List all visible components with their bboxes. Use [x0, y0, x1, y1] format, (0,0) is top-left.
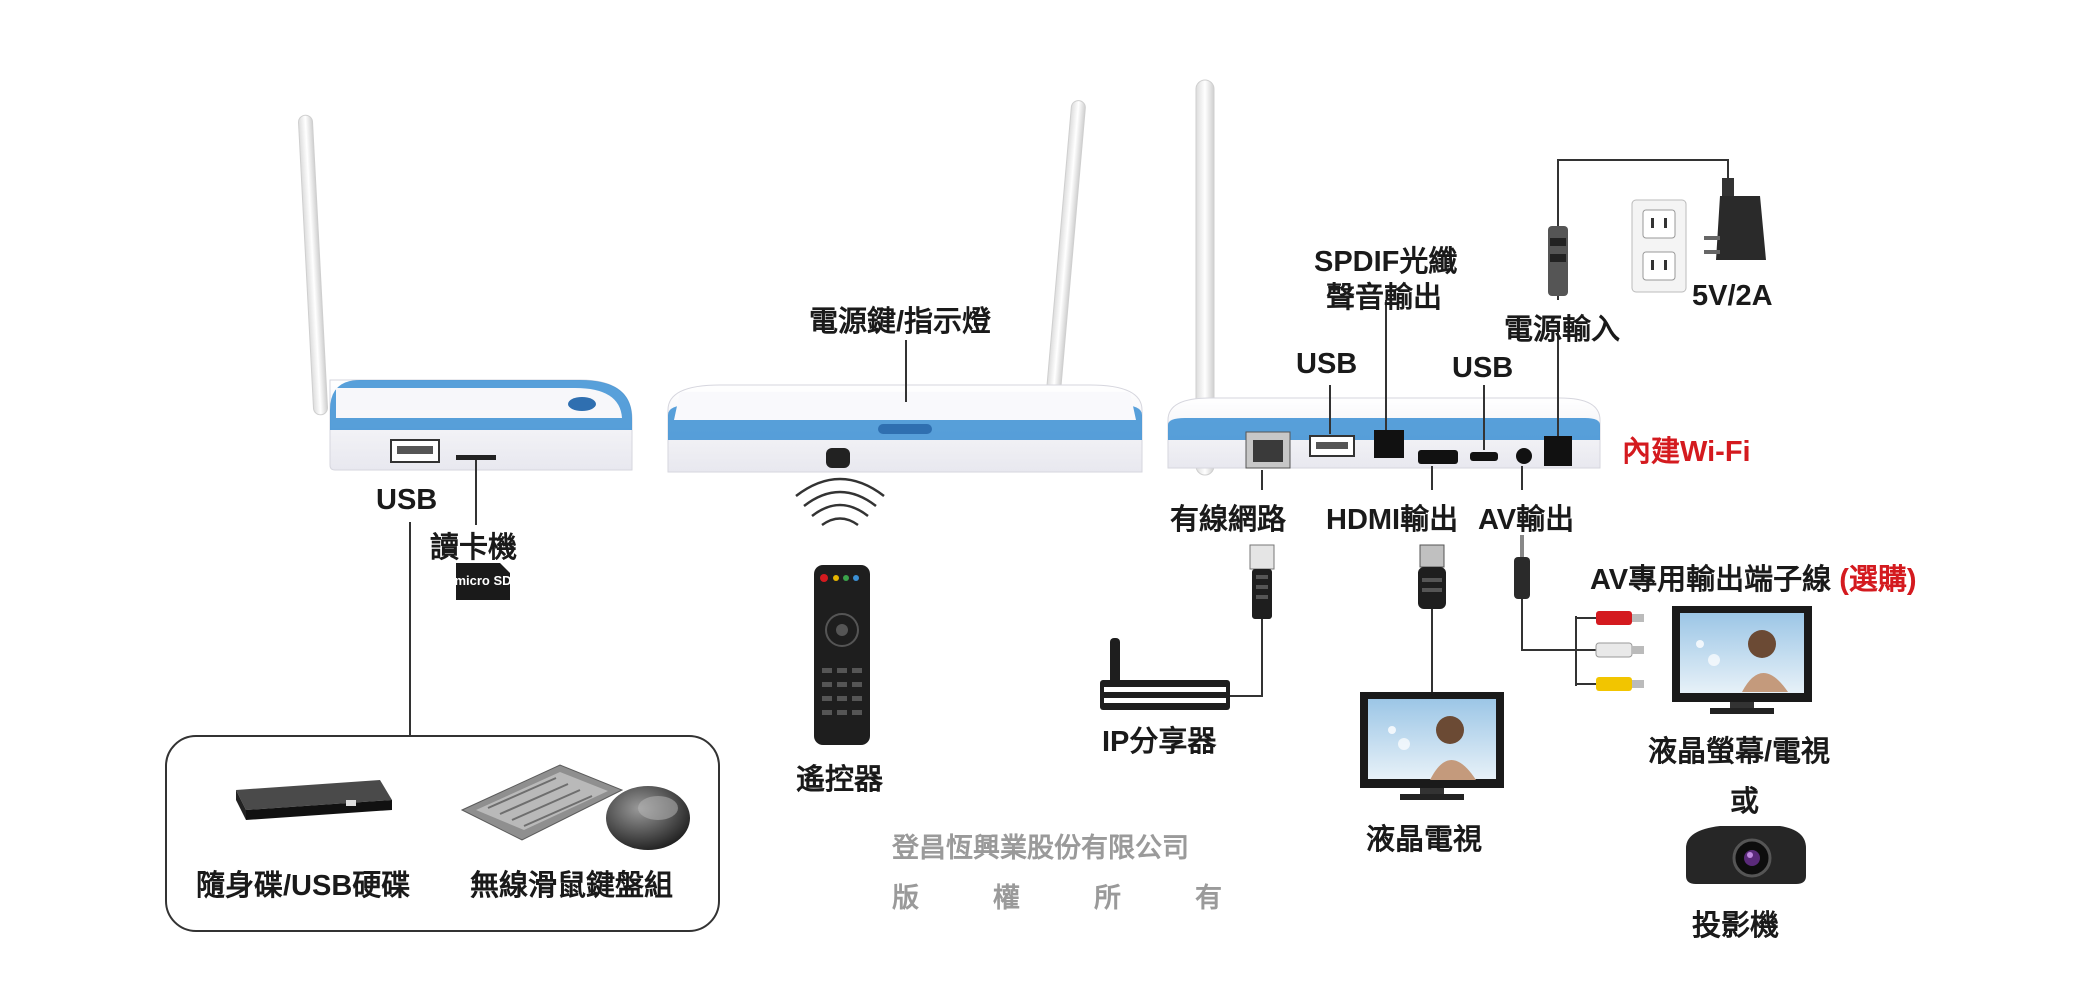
wall-outlet-icon — [1631, 199, 1687, 293]
or-label: 或 — [1730, 786, 1760, 818]
card-slot — [456, 455, 496, 460]
usb-drive-icon — [236, 780, 392, 820]
micro-usb-port — [1470, 452, 1498, 461]
rca-plugs-icon — [1576, 611, 1644, 691]
spdif-label-line1: SPDIF光纖 — [1314, 246, 1458, 278]
adapter-spec-label: 5V/2A — [1692, 280, 1773, 312]
rear-device — [1167, 79, 1601, 476]
av-cable-optional: (選購) — [1839, 564, 1917, 596]
dc-power-port — [1544, 436, 1572, 466]
antenna — [1044, 100, 1086, 420]
av-cable-name: AV專用輸出端子線 — [1590, 564, 1832, 596]
projector-icon — [1686, 826, 1806, 884]
copyright-char: 權 — [993, 883, 1020, 913]
router-label: IP分享器 — [1102, 726, 1217, 758]
monitor-label: 液晶螢幕/電視 — [1648, 736, 1831, 768]
remote-label: 遙控器 — [796, 764, 884, 796]
lcd-tv-label: 液晶電視 — [1366, 824, 1483, 856]
usb-label-left: USB — [376, 484, 438, 516]
lcd-tv-icon — [1360, 692, 1504, 800]
card-reader-label: 讀卡機 — [430, 532, 518, 564]
front-device — [667, 100, 1143, 473]
projector-label: 投影機 — [1692, 910, 1780, 942]
usb-left-label: USB — [1296, 348, 1358, 380]
copyright-char: 有 — [1195, 883, 1222, 913]
router-icon — [1100, 638, 1230, 710]
accessory-box — [165, 735, 720, 932]
power-button — [878, 424, 932, 434]
power-plug-icon — [1548, 159, 1729, 300]
usb-drive-label: 隨身碟/USB硬碟 — [196, 870, 411, 902]
antenna — [298, 114, 328, 416]
av-cable-label: AV專用輸出端子線 (選購) — [1590, 556, 1917, 598]
microsd-logo: micro SD — [454, 573, 511, 588]
power-adapter-icon — [1704, 178, 1766, 260]
mouse-icon — [606, 786, 690, 850]
monitor-icon — [1672, 606, 1812, 714]
power-button-label: 電源鍵/指示燈 — [809, 306, 992, 338]
copyright-char: 所 — [1094, 883, 1121, 913]
spdif-label-line2: 聲音輸出 — [1326, 282, 1443, 314]
keyboard-mouse-label: 無線滑鼠鍵盤組 — [470, 870, 674, 902]
spdif-port — [1374, 430, 1404, 458]
wifi-label: 內建Wi-Fi — [1622, 436, 1751, 468]
ir-signal-icon — [795, 477, 885, 527]
av-plug-icon — [1514, 535, 1530, 599]
power-input-label: 電源輸入 — [1504, 314, 1621, 346]
copyright-char: 版 — [892, 883, 919, 913]
rj45-plug-icon — [1249, 544, 1275, 619]
av-label: AV輸出 — [1478, 504, 1575, 536]
av-port — [1516, 448, 1532, 464]
keyboard-icon — [460, 764, 624, 841]
left-device — [298, 114, 633, 471]
hdmi-port — [1418, 450, 1458, 464]
copyright-rights: 版 權 所 有 — [892, 876, 1222, 915]
remote-control-icon — [814, 565, 870, 745]
lan-label: 有線網路 — [1170, 504, 1287, 536]
microsd-icon: micro SD — [454, 563, 512, 600]
hdmi-plug-icon — [1418, 544, 1446, 609]
usb-right-label: USB — [1452, 352, 1514, 384]
hdmi-label: HDMI輸出 — [1326, 504, 1459, 536]
copyright-company: 登昌恆興業股份有限公司 — [892, 833, 1189, 863]
antenna — [1195, 79, 1215, 476]
